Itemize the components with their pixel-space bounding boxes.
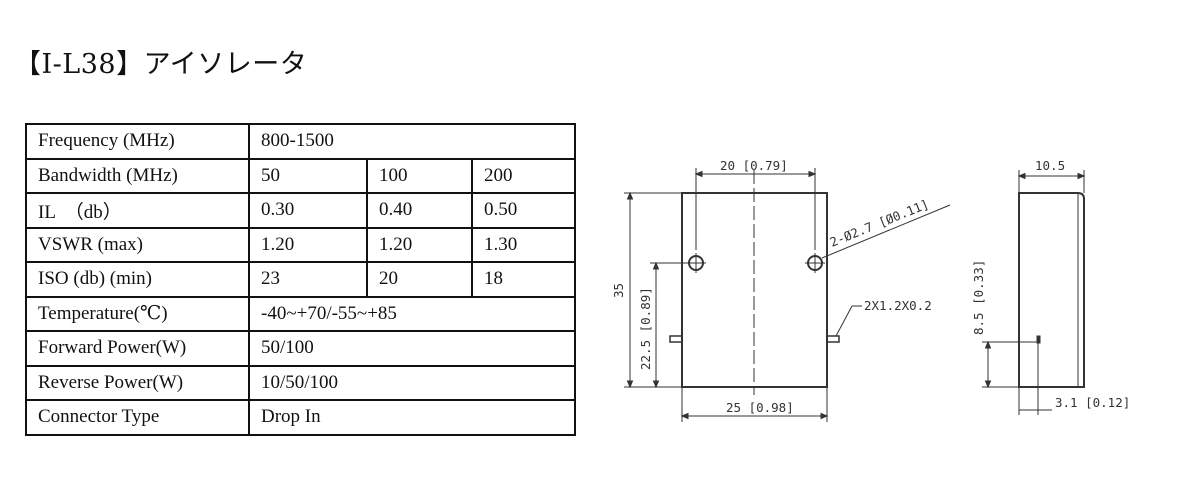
row-value: 800-1500 bbox=[248, 123, 576, 160]
row-value: 0.40 bbox=[366, 192, 473, 229]
page-title: 【I-L38】アイソレータ bbox=[14, 49, 308, 80]
dim-bottom-width: 25 [0.98] bbox=[726, 400, 794, 415]
dim-tab-callout: 2X1.2X0.2 bbox=[864, 298, 932, 313]
tab-left bbox=[669, 335, 683, 343]
table-row: Frequency (MHz) 800-1500 bbox=[25, 123, 576, 160]
side-view-body bbox=[1018, 192, 1085, 388]
dim-side-pin-height: 8.5 [0.33] bbox=[971, 260, 986, 335]
dim-hole-height: 22.5 [0.89] bbox=[638, 287, 653, 370]
dim-top-width: 20 [0.79] bbox=[720, 158, 788, 173]
table-row: Temperature(℃) -40~+70/-55~+85 bbox=[25, 295, 576, 332]
row-label: Reverse Power(W) bbox=[25, 364, 250, 401]
row-value: 10/50/100 bbox=[248, 364, 576, 401]
spec-table: Frequency (MHz) 800-1500 Bandwidth (MHz)… bbox=[25, 123, 576, 436]
row-value: 20 bbox=[366, 261, 473, 298]
dim-side-pin-offset: 3.1 [0.12] bbox=[1055, 395, 1130, 410]
table-row: VSWR (max) 1.20 1.20 1.30 bbox=[25, 226, 576, 263]
row-value: 23 bbox=[248, 261, 368, 298]
table-row: Bandwidth (MHz) 50 100 200 bbox=[25, 157, 576, 194]
row-value: 50/100 bbox=[248, 330, 576, 367]
row-value: 1.20 bbox=[248, 226, 368, 263]
row-value: 1.20 bbox=[366, 226, 473, 263]
table-row: Forward Power(W) 50/100 bbox=[25, 330, 576, 367]
dim-hole-callout: 2-Ø2.7 [Ø0.11] bbox=[828, 196, 931, 249]
dim-side-thickness: 10.5 bbox=[1035, 158, 1065, 173]
row-label: VSWR (max) bbox=[25, 226, 250, 263]
row-value: 0.30 bbox=[248, 192, 368, 229]
row-value: 0.50 bbox=[471, 192, 576, 229]
table-row: IL （db） 0.30 0.40 0.50 bbox=[25, 192, 576, 229]
table-row: Reverse Power(W) 10/50/100 bbox=[25, 364, 576, 401]
row-label: Bandwidth (MHz) bbox=[25, 157, 250, 194]
row-label: Temperature(℃) bbox=[25, 295, 250, 332]
row-label: Frequency (MHz) bbox=[25, 123, 250, 160]
row-label: Connector Type bbox=[25, 399, 250, 436]
row-value: 200 bbox=[471, 157, 576, 194]
table-row: ISO (db) (min) 23 20 18 bbox=[25, 261, 576, 298]
tab-right bbox=[826, 335, 840, 343]
dim-height: 35 bbox=[611, 283, 626, 298]
row-value: 1.30 bbox=[471, 226, 576, 263]
row-label: IL （db） bbox=[25, 192, 250, 229]
row-label: ISO (db) (min) bbox=[25, 261, 250, 298]
row-label: Forward Power(W) bbox=[25, 330, 250, 367]
row-value: 18 bbox=[471, 261, 576, 298]
mechanical-drawing: 20 [0.79] 35 22.5 [0.89] 25 [0.98] 2-Ø2.… bbox=[611, 158, 1130, 422]
table-row: Connector Type Drop In bbox=[25, 399, 576, 436]
row-value: Drop In bbox=[248, 399, 576, 436]
row-value: 100 bbox=[366, 157, 473, 194]
row-value: -40~+70/-55~+85 bbox=[248, 295, 576, 332]
side-view-pin bbox=[1036, 335, 1041, 344]
row-value: 50 bbox=[248, 157, 368, 194]
